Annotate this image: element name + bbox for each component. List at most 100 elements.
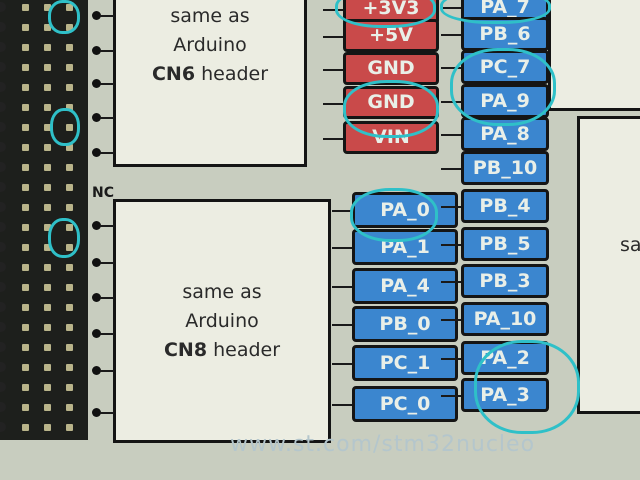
pin-wire	[441, 395, 463, 397]
pin-label-pa4: PA_4	[352, 268, 458, 304]
pin-wire	[332, 247, 354, 249]
pin-wire	[100, 50, 114, 52]
header-pin	[66, 44, 73, 51]
hand-drawn-marker-circle	[450, 48, 556, 126]
header-pin	[66, 124, 73, 131]
right-lower-box: sa	[577, 116, 640, 414]
pin-wire	[323, 8, 345, 11]
box-text: CN8 header	[163, 339, 281, 361]
header-pin	[66, 144, 73, 151]
pin-dot	[92, 79, 101, 88]
pin-wire	[441, 358, 463, 360]
pin-header-strip	[0, 0, 88, 440]
header-pin	[22, 44, 29, 51]
pin-wire	[323, 35, 345, 38]
box-text: same as	[170, 5, 250, 27]
pin-dot	[92, 329, 101, 338]
edge-notch	[0, 142, 6, 152]
pin-wire	[323, 68, 345, 71]
header-pin	[66, 84, 73, 91]
header-pin	[44, 164, 51, 171]
pin-wire	[323, 137, 345, 140]
header-pin	[22, 64, 29, 71]
edge-notch	[0, 282, 6, 292]
edge-notch	[0, 322, 6, 332]
header-pin	[66, 64, 73, 71]
edge-notch	[0, 302, 6, 312]
header-pin	[22, 244, 29, 251]
header-pin	[44, 4, 51, 11]
edge-notch	[0, 22, 6, 32]
pin-wire	[332, 210, 354, 212]
header-pin	[44, 104, 51, 111]
pin-wire	[441, 34, 463, 36]
edge-notch	[0, 222, 6, 232]
pin-dot	[92, 408, 101, 417]
pin-wire	[100, 152, 114, 154]
pin-label-pb5: PB_5	[461, 227, 549, 261]
header-pin	[22, 424, 29, 431]
header-pin	[66, 364, 73, 371]
hand-drawn-marker-circle	[343, 80, 439, 138]
pin-label-pa8: PA_8	[461, 117, 549, 151]
header-pin	[66, 384, 73, 391]
hand-drawn-marker-circle	[440, 0, 551, 24]
edge-notch	[0, 102, 6, 112]
header-pin	[22, 284, 29, 291]
header-pin	[22, 124, 29, 131]
header-pin	[44, 24, 51, 31]
pin-wire	[332, 286, 354, 288]
header-pin	[22, 384, 29, 391]
header-pin	[22, 404, 29, 411]
header-pin	[66, 264, 73, 271]
header-pin	[44, 424, 51, 431]
header-pin	[44, 264, 51, 271]
header-pin	[66, 344, 73, 351]
header-pin	[22, 364, 29, 371]
footer-url: www.st.com/stm32nucleo	[230, 432, 536, 457]
header-pin	[44, 44, 51, 51]
header-pin	[66, 404, 73, 411]
header-pin	[44, 204, 51, 211]
hand-drawn-marker-circle	[474, 340, 580, 434]
header-pin	[66, 424, 73, 431]
box-text: Arduino	[185, 310, 259, 332]
cn8-header-box: same as Arduino CN8 header	[113, 199, 331, 443]
pin-label-pc0: PC_0	[352, 386, 458, 422]
header-pin	[44, 304, 51, 311]
right-upper-box	[548, 0, 640, 111]
edge-notch	[0, 422, 6, 432]
pin-wire	[441, 134, 463, 136]
hand-drawn-marker-circle	[50, 108, 80, 146]
header-pin	[44, 124, 51, 131]
header-pin	[66, 104, 73, 111]
pin-wire	[100, 370, 114, 372]
box-text: same as	[182, 281, 262, 303]
pin-wire	[100, 262, 114, 264]
header-pin	[22, 184, 29, 191]
edge-notch	[0, 362, 6, 372]
pin-wire	[100, 15, 114, 17]
header-pin	[66, 184, 73, 191]
edge-notch	[0, 82, 6, 92]
pin-wire	[100, 412, 114, 414]
cn6-header-box: same as Arduino CN6 header	[113, 0, 307, 167]
pin-wire	[441, 281, 463, 283]
pin-dot	[92, 46, 101, 55]
pin-wire	[100, 117, 114, 119]
header-pin	[66, 164, 73, 171]
pin-dot	[92, 293, 101, 302]
nc-label: NC	[92, 185, 114, 201]
pin-wire	[441, 67, 463, 69]
hand-drawn-marker-circle	[48, 218, 80, 258]
header-pin	[66, 304, 73, 311]
edge-notch	[0, 342, 6, 352]
edge-notch	[0, 262, 6, 272]
edge-notch	[0, 2, 6, 12]
pin-dot	[92, 221, 101, 230]
header-pin	[22, 204, 29, 211]
header-pin	[44, 184, 51, 191]
header-pin	[44, 324, 51, 331]
edge-notch	[0, 42, 6, 52]
header-pin	[22, 4, 29, 11]
